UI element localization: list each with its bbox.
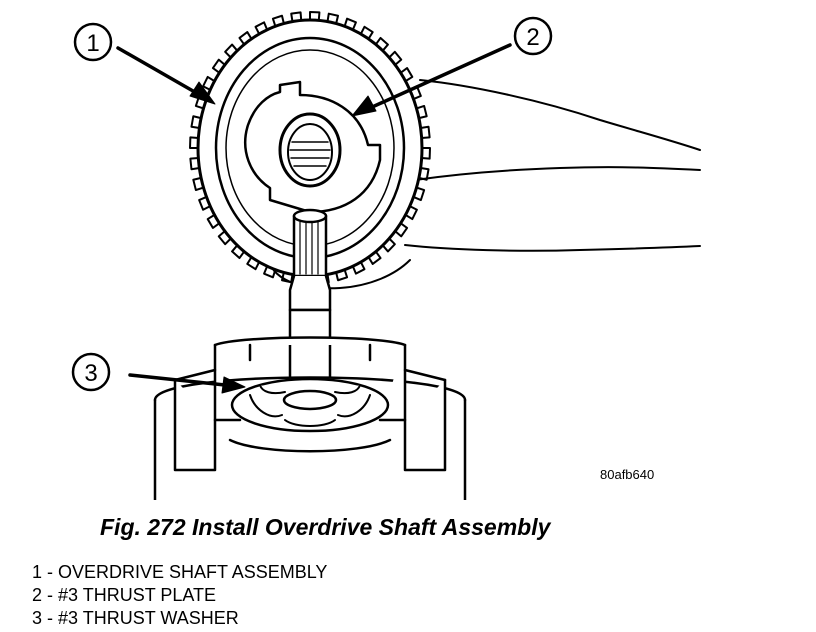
gear-tooth (417, 167, 430, 181)
gear-tooth (290, 11, 303, 23)
gear-tooth (280, 271, 294, 284)
callout-1: 1 (73, 22, 113, 62)
callout-arrows (116, 43, 512, 394)
gear-tooth (254, 21, 269, 35)
legend-item: 3 - #3 THRUST WASHER (32, 608, 239, 628)
figure-caption: Fig. 272 Install Overdrive Shaft Assembl… (100, 514, 551, 540)
gear-tooth (238, 31, 253, 46)
gear-tooth (202, 75, 216, 91)
gear-tooth (419, 125, 431, 139)
gear-tooth (351, 261, 366, 275)
overdrive-shaft-illustration: 1 2 3 80afb640 (71, 11, 701, 500)
gear-tooth (192, 176, 205, 192)
gear-tooth (415, 104, 428, 120)
gear-tooth (189, 157, 201, 171)
svg-text:2: 2 (526, 24, 539, 51)
legend-item: 2 - #3 THRUST PLATE (32, 585, 217, 605)
gear-tooth (246, 256, 261, 271)
gear-tooth (388, 50, 403, 66)
gear-tooth (224, 43, 239, 59)
gear-tooth (190, 115, 203, 129)
gear-tooth (394, 222, 409, 238)
gear-tooth (420, 147, 431, 160)
gear-tooth (335, 268, 349, 282)
gear-tooth (343, 17, 357, 31)
gear-tooth (412, 186, 426, 202)
gear-tooth (326, 12, 340, 25)
gear-tooth (231, 244, 246, 260)
gear-tooth (399, 67, 414, 83)
legend-item: 1 - OVERDRIVE SHAFT ASSEMBLY (32, 562, 328, 582)
gear-tooth (206, 213, 221, 229)
svg-text:1: 1 (86, 30, 99, 57)
thrust-washer (230, 377, 390, 433)
gear-tooth (367, 250, 382, 265)
parts-legend: 1 - OVERDRIVE SHAFT ASSEMBLY 2 - #3 THRU… (32, 561, 327, 630)
gear-tooth (189, 136, 200, 149)
overdrive-shaft (288, 208, 332, 392)
gear-tooth (263, 265, 277, 279)
callout-2: 2 (513, 16, 553, 56)
gear-tooth (198, 195, 212, 211)
gear-tooth (211, 58, 226, 74)
svg-text:3: 3 (84, 360, 97, 387)
gear-tooth (374, 36, 389, 52)
gear-tooth (381, 237, 396, 253)
figure-code: 80afb640 (600, 467, 654, 482)
gear-tooth (404, 205, 418, 221)
gear-tooth (359, 25, 374, 40)
callout-3: 3 (71, 352, 111, 392)
thrust-plate (243, 80, 382, 214)
gear-tooth (271, 14, 285, 28)
gear-tooth (309, 11, 321, 22)
gear-tooth (217, 230, 232, 246)
